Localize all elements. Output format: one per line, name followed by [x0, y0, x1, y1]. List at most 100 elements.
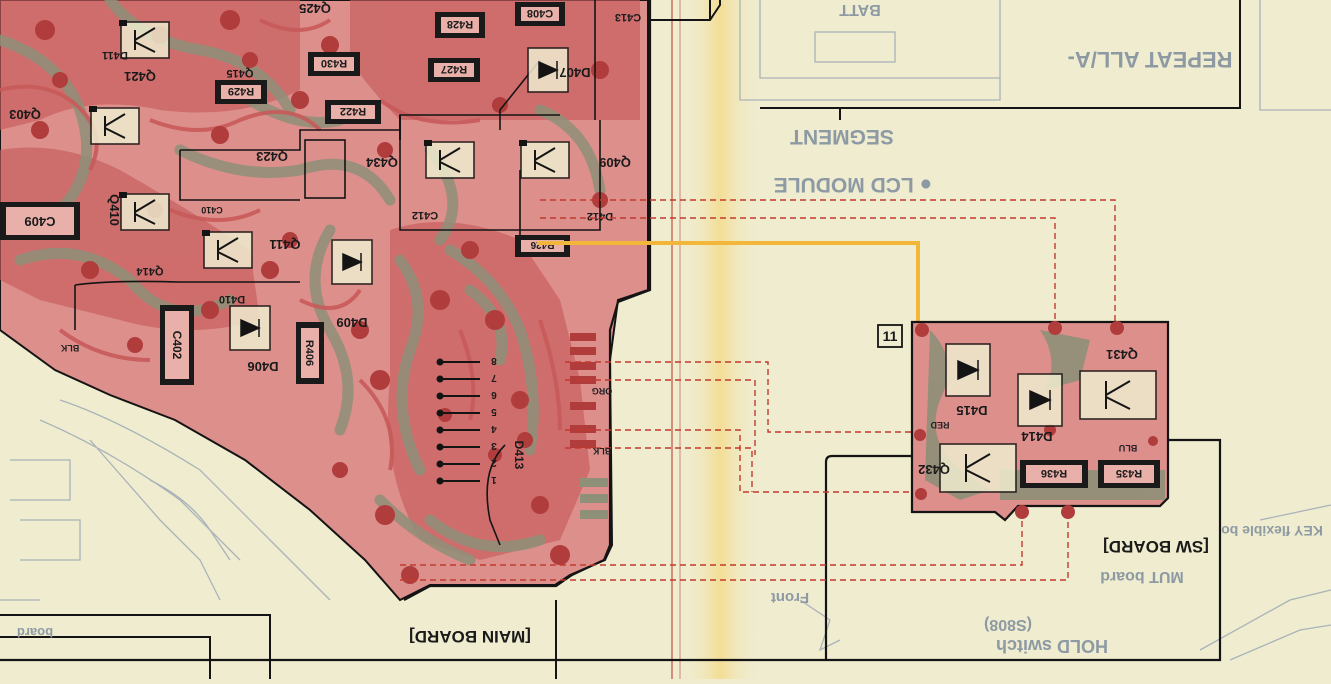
component-r426: R426: [515, 235, 570, 257]
pin-dot: [436, 426, 444, 434]
component-label: R406: [303, 340, 315, 366]
component-label: Q423: [256, 149, 288, 164]
faint-label-lcd-module: ● LCD MODULE: [774, 173, 933, 196]
pin-number: 7: [491, 372, 497, 383]
component-label: Q410: [107, 194, 122, 226]
dashed-wires: [400, 199, 1116, 581]
diode-symbol: [538, 60, 559, 80]
transistor-symbol: [104, 113, 126, 139]
component-label: Q414: [136, 265, 164, 277]
component-q421: Q421: [119, 20, 170, 84]
component-label: C413: [615, 11, 641, 23]
component-q431: Q431: [1079, 347, 1157, 420]
sw-board-label-group: [SW BOARD]: [1103, 537, 1209, 556]
component-r427: R427: [428, 58, 480, 82]
pin-dot: [436, 375, 444, 383]
component-label: Q434: [365, 155, 398, 170]
faint-label-board-left: board: [17, 625, 53, 640]
component-d410: D410: [219, 293, 245, 305]
resistor-label-plate: [521, 7, 559, 21]
resistor-label-plate: [1104, 465, 1154, 483]
component-label: D406: [247, 359, 278, 374]
component-label: Q411: [269, 237, 300, 252]
faint-label-s808: (S808): [984, 616, 1032, 633]
component-label: Q421: [124, 69, 156, 84]
component-c413: C413: [615, 11, 641, 23]
component-label: Q432: [918, 462, 950, 477]
connector-silk: [570, 333, 608, 519]
sw-board-marker: 11: [877, 324, 903, 348]
component-q434: Q434: [365, 140, 475, 179]
component-r435: R435: [1098, 460, 1160, 488]
resistor-label-plate: [165, 311, 189, 379]
component-d409: D409: [331, 239, 373, 330]
component-q432: Q432: [918, 443, 1017, 493]
connector-pin-8: 8: [436, 355, 497, 366]
faint-label-batt: BATT: [839, 1, 881, 18]
harness-wiring: [0, 0, 1241, 679]
component-label: R435: [1116, 467, 1142, 479]
component-r428: R428: [435, 12, 485, 38]
transistor-outline: [90, 107, 140, 145]
pin-number: 2: [491, 457, 497, 468]
component-q410: Q410: [107, 194, 122, 226]
component-label: D411: [102, 49, 128, 61]
component-d412: D412: [587, 210, 613, 222]
component-r430: R430: [308, 52, 360, 76]
pin-number: 3: [491, 440, 497, 451]
resistor-label-plate: [331, 105, 375, 119]
transistor-outline: [203, 231, 253, 269]
resistor-label-plate: [301, 328, 319, 378]
transistor-symbol: [1105, 380, 1131, 410]
transistor-symbol: [134, 27, 156, 53]
component-label: D413: [512, 441, 526, 470]
pin-mark: [89, 106, 97, 112]
component-q411: Q411: [202, 230, 301, 269]
wire-label-blk-left: BLK: [60, 343, 79, 353]
diode-symbol: [342, 252, 363, 272]
component-label: R422: [340, 105, 366, 117]
component-d406: D406: [229, 305, 279, 374]
diode-symbol: [1029, 389, 1052, 411]
transistor-symbol: [965, 453, 991, 483]
component-label: C408: [527, 7, 553, 19]
pin-dot: [436, 443, 444, 451]
transistor-outline: [939, 443, 1017, 493]
connector-pin-3: 3: [436, 440, 497, 451]
connector-pin-7: 7: [436, 372, 497, 383]
sw-board-marker-label: 11: [883, 328, 898, 344]
faint-label-segment: SEGMENT: [790, 125, 894, 148]
component-label: C402: [170, 331, 184, 360]
component-label: Q425: [299, 1, 331, 16]
component-q415: Q415: [227, 67, 254, 79]
component-label: R430: [321, 57, 347, 69]
pin-mark: [519, 140, 527, 146]
component-c410: C410: [201, 205, 223, 215]
component-q425: Q425: [299, 1, 331, 16]
resistor-label-plate: [434, 63, 474, 77]
component-label: C410: [201, 205, 223, 215]
wire-label-blk: BLK: [592, 446, 611, 456]
connector-pin-6: 6: [436, 389, 497, 400]
component-c408: C408: [515, 2, 565, 26]
component-r436: R436: [1020, 460, 1088, 488]
component-r422: R422: [325, 100, 381, 124]
transistor-outline: [520, 141, 570, 179]
pin-mark: [119, 192, 127, 198]
connector-pin-5: 5: [436, 406, 497, 417]
component-q423: Q423: [256, 139, 346, 199]
component-label: R429: [228, 85, 254, 97]
sw-board-pads: [914, 321, 1158, 519]
component-q409: Q409: [519, 140, 631, 179]
pin-mark: [424, 140, 432, 146]
pin-number: 4: [491, 423, 497, 434]
copper-traces: [0, 18, 562, 471]
resistor-label-plate: [441, 17, 479, 33]
pin-mark: [202, 230, 210, 236]
transistor-outline: [1079, 370, 1157, 420]
component-d413: D413: [512, 441, 526, 470]
component-c412: C412: [412, 209, 438, 221]
